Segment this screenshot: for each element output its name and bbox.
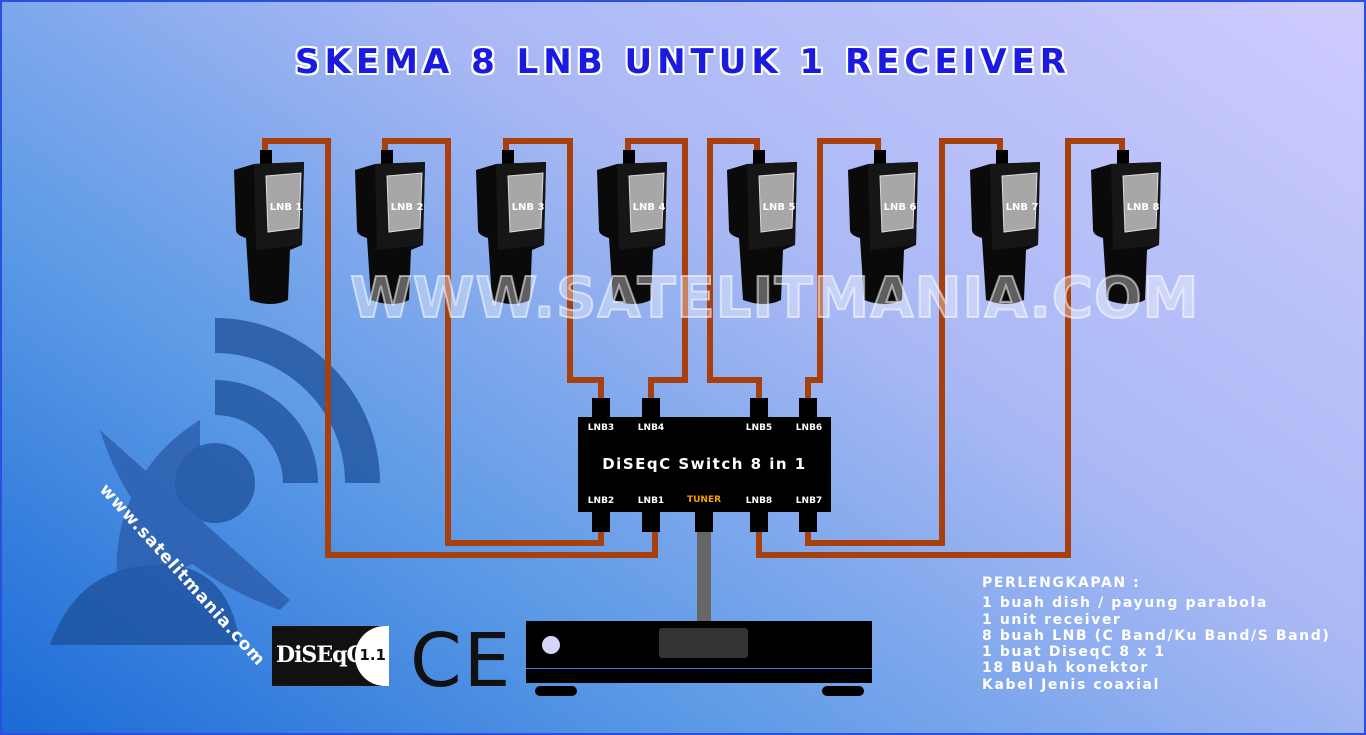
tuner-cable — [697, 530, 711, 622]
switch-connectors — [592, 398, 817, 532]
lnb-icon — [848, 150, 918, 304]
lnb-3: LNB 3 — [474, 150, 548, 305]
receiver-icon — [526, 621, 872, 696]
equipment-item: 8 buah LNB (C Band/Ku Band/S Band) — [982, 627, 1331, 644]
lnb-8: LNB 8 — [1089, 150, 1163, 305]
equipment-list: PERLENGKAPAN : 1 buah dish / payung para… — [982, 575, 1330, 693]
lnb-label: LNB 8 — [1126, 202, 1160, 213]
lnb-2: LNB 2 — [353, 150, 427, 305]
port-label: LNB3 — [587, 423, 615, 433]
port-label-tuner: TUNER — [686, 495, 722, 505]
lnb-icon — [234, 150, 304, 304]
lnb-label: LNB 6 — [883, 202, 917, 213]
cable-lnb1 — [262, 138, 658, 558]
lnb-label: LNB 2 — [390, 202, 424, 213]
lnb-4: LNB 4 — [595, 150, 669, 305]
switch-name: DiSEqC Switch 8 in 1 — [602, 455, 807, 473]
lnb-icon — [727, 150, 797, 304]
lnb-label: LNB 7 — [1005, 202, 1039, 213]
lnb-icon — [476, 150, 546, 304]
diseqc-logo: DiSEqC 1.1 — [272, 626, 389, 686]
lnb-label: LNB 3 — [511, 202, 545, 213]
cable-lnb2 — [382, 138, 604, 546]
watermark: WWW.SATELITMANIA.COM — [349, 265, 1200, 332]
diseqc-logo-text: DiSEqC — [276, 642, 364, 668]
page-title: SKEMA 8 LNB UNTUK 1 RECEIVER — [295, 42, 1071, 82]
port-label: LNB8 — [745, 496, 773, 506]
port-label: LNB2 — [587, 496, 615, 506]
cable-lnb5 — [707, 138, 762, 398]
cable-lnb6 — [805, 138, 881, 398]
diseqc-logo-version: 1.1 — [359, 646, 386, 664]
cable-lnb8 — [756, 138, 1125, 558]
ce-mark: CE — [410, 618, 513, 704]
lnb-label: LNB 4 — [632, 202, 666, 213]
lnb-label: LNB 5 — [762, 202, 796, 213]
port-label: LNB4 — [637, 423, 665, 433]
port-label: LNB1 — [637, 496, 665, 506]
diseqc-switch: DiSEqC Switch 8 in 1 — [578, 417, 831, 512]
equipment-item: 18 BUah konektor — [982, 660, 1149, 677]
cable-lnb3 — [503, 138, 604, 398]
lnb-icon — [597, 150, 667, 304]
lnb-icon — [355, 150, 425, 304]
dish-icon — [50, 318, 380, 645]
equipment-item: 1 unit receiver — [982, 611, 1122, 628]
lnb-5: LNB 5 — [725, 150, 799, 305]
lnb-icon — [1091, 150, 1161, 304]
equipment-heading: PERLENGKAPAN : — [982, 575, 1141, 591]
equipment-item: 1 buat DiseqC 8 x 1 — [982, 644, 1166, 661]
cable-lnb4 — [625, 138, 688, 398]
equipment-item: Kabel Jenis coaxial — [982, 676, 1161, 693]
port-label: LNB6 — [795, 423, 823, 433]
cable-lnb7 — [805, 138, 1003, 546]
lnb-icon — [970, 150, 1040, 304]
port-label: LNB7 — [795, 496, 823, 506]
lnb-7: LNB 7 — [968, 150, 1042, 305]
lnb-6: LNB 6 — [846, 150, 920, 305]
coaxial-cables — [262, 138, 1125, 558]
lnb-1: LNB 1 — [232, 150, 306, 305]
lnb-label: LNB 1 — [269, 202, 303, 213]
equipment-item: 1 buah dish / payung parabola — [982, 595, 1268, 612]
port-label: LNB5 — [745, 423, 773, 433]
